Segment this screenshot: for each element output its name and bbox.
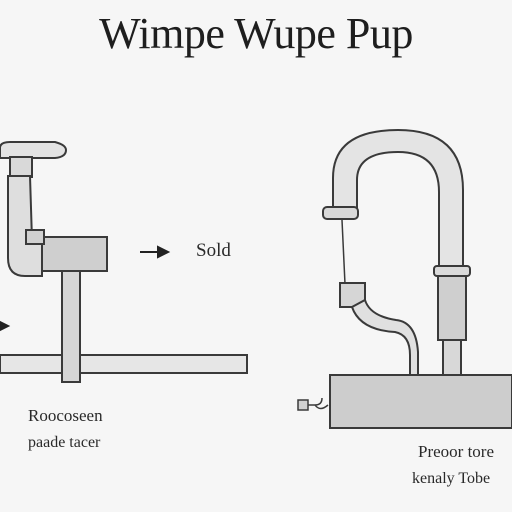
right-assembly xyxy=(297,128,512,429)
right-thin-stem xyxy=(341,219,346,285)
left-assembly xyxy=(0,141,248,383)
left-vertical-post xyxy=(61,267,81,383)
left-floor-pipe xyxy=(0,354,248,374)
left-block xyxy=(41,236,108,272)
right-arrow-head xyxy=(157,245,171,259)
right-side-plug xyxy=(297,399,309,411)
label-right-line2: kenaly Tobe xyxy=(412,470,491,487)
right-s-pipe xyxy=(350,298,419,379)
right-side-hook xyxy=(298,397,329,410)
right-base-tank xyxy=(329,374,512,429)
left-j-trap xyxy=(7,175,43,277)
right-arch-pipe xyxy=(332,128,464,271)
right-arch-collar xyxy=(322,206,359,220)
label-right-line1: Preoor tore xyxy=(418,442,495,461)
right-cylinder-stem xyxy=(442,339,462,377)
left-dome-cap xyxy=(0,141,68,159)
diagram-title: Wimpe Wupe Pup xyxy=(99,9,413,58)
right-cylinder xyxy=(437,269,467,341)
label-left-line2: paade tacer xyxy=(28,434,101,451)
arrows xyxy=(0,245,171,332)
left-cap-stem xyxy=(9,156,33,178)
left-arrow-head xyxy=(0,320,11,332)
label-sold: Sold xyxy=(196,240,231,261)
label-left-line1: Roocoseen xyxy=(28,406,103,425)
right-cylinder-collar xyxy=(433,265,471,277)
left-coupling xyxy=(25,229,45,245)
